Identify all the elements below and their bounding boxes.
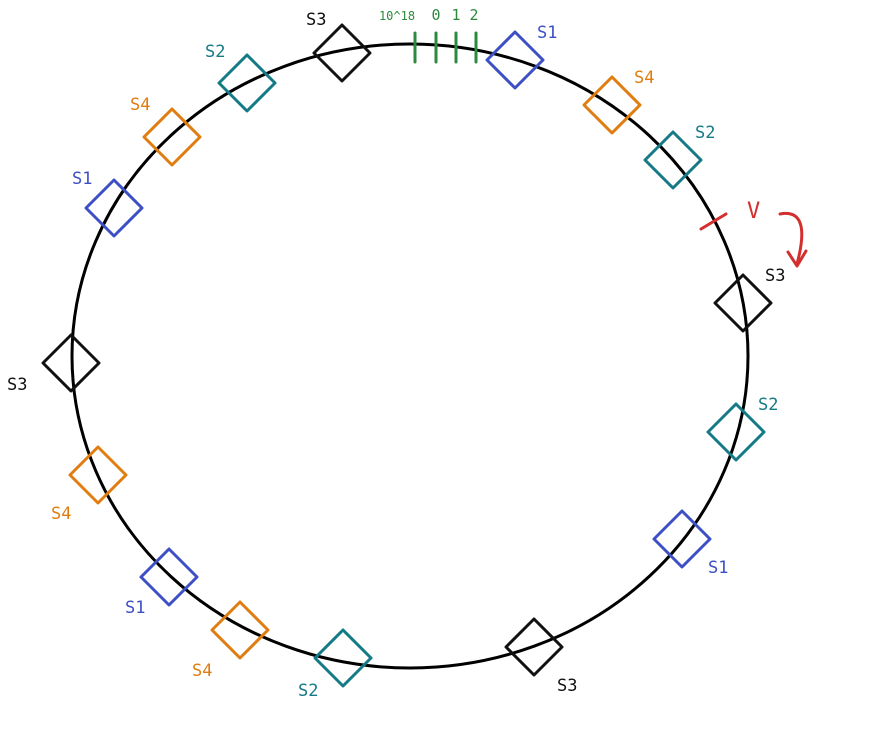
node-diamond — [652, 509, 712, 569]
virtual-node-s2: S2 — [205, 42, 277, 113]
key-marker-label: V — [747, 199, 760, 224]
ring-tick-label: 0 — [431, 6, 440, 24]
node-diamond — [713, 273, 773, 333]
node-diamond — [504, 617, 564, 677]
node-diamond — [84, 178, 144, 238]
node-label: S3 — [7, 375, 27, 395]
virtual-node-s1: S1 — [72, 169, 144, 238]
virtual-node-s4: S4 — [192, 600, 270, 681]
node-label: S1 — [537, 23, 557, 43]
virtual-node-s2: S2 — [643, 123, 715, 190]
node-diamond — [210, 600, 270, 660]
virtual-node-s1: S1 — [485, 23, 557, 90]
node-diamond — [706, 402, 766, 462]
ring-tick-label: 10^18 — [379, 9, 415, 23]
key-marker-group: V — [699, 199, 808, 268]
node-label: S2 — [205, 42, 225, 62]
key-marker-tick — [699, 212, 728, 231]
node-diamond — [142, 107, 202, 167]
node-diamond — [41, 333, 101, 393]
node-label: S2 — [695, 123, 715, 143]
virtual-node-s3: S3 — [7, 333, 101, 395]
virtual-node-s2: S2 — [706, 395, 778, 462]
node-label: S1 — [72, 169, 92, 189]
node-label: S4 — [634, 68, 654, 88]
node-label: S4 — [192, 661, 212, 681]
node-diamond — [68, 445, 128, 505]
node-diamond — [485, 30, 545, 90]
node-label: S3 — [557, 676, 577, 696]
node-diamond — [139, 547, 199, 607]
node-label: S3 — [306, 10, 326, 30]
node-label: S4 — [51, 504, 71, 524]
node-label: S4 — [130, 95, 150, 115]
node-label: S3 — [765, 266, 785, 286]
virtual-node-s2: S2 — [298, 628, 373, 701]
virtual-node-s3: S3 — [504, 617, 577, 696]
virtual-node-s1: S1 — [652, 509, 728, 578]
node-label: S2 — [298, 681, 318, 701]
node-label: S1 — [125, 598, 145, 618]
virtual-node-s4: S4 — [582, 68, 654, 135]
node-diamond — [312, 23, 372, 83]
virtual-node-s4: S4 — [130, 95, 202, 167]
virtual-node-s4: S4 — [51, 445, 128, 524]
node-diamond — [313, 628, 373, 688]
hash-ring — [70, 42, 750, 670]
virtual-node-s3: S3 — [306, 10, 372, 83]
ring-tick-label: 2 — [469, 6, 478, 24]
clockwise-arrow — [778, 211, 804, 266]
virtual-node-s3: S3 — [713, 266, 785, 333]
clockwise-arrow-head — [786, 249, 808, 268]
node-diamond — [582, 75, 642, 135]
ring-tick-label: 1 — [451, 6, 460, 24]
node-label: S1 — [708, 558, 728, 578]
node-diamond — [217, 53, 277, 113]
virtual-node-s1: S1 — [125, 547, 199, 618]
node-diamond — [643, 130, 703, 190]
node-label: S2 — [758, 395, 778, 415]
